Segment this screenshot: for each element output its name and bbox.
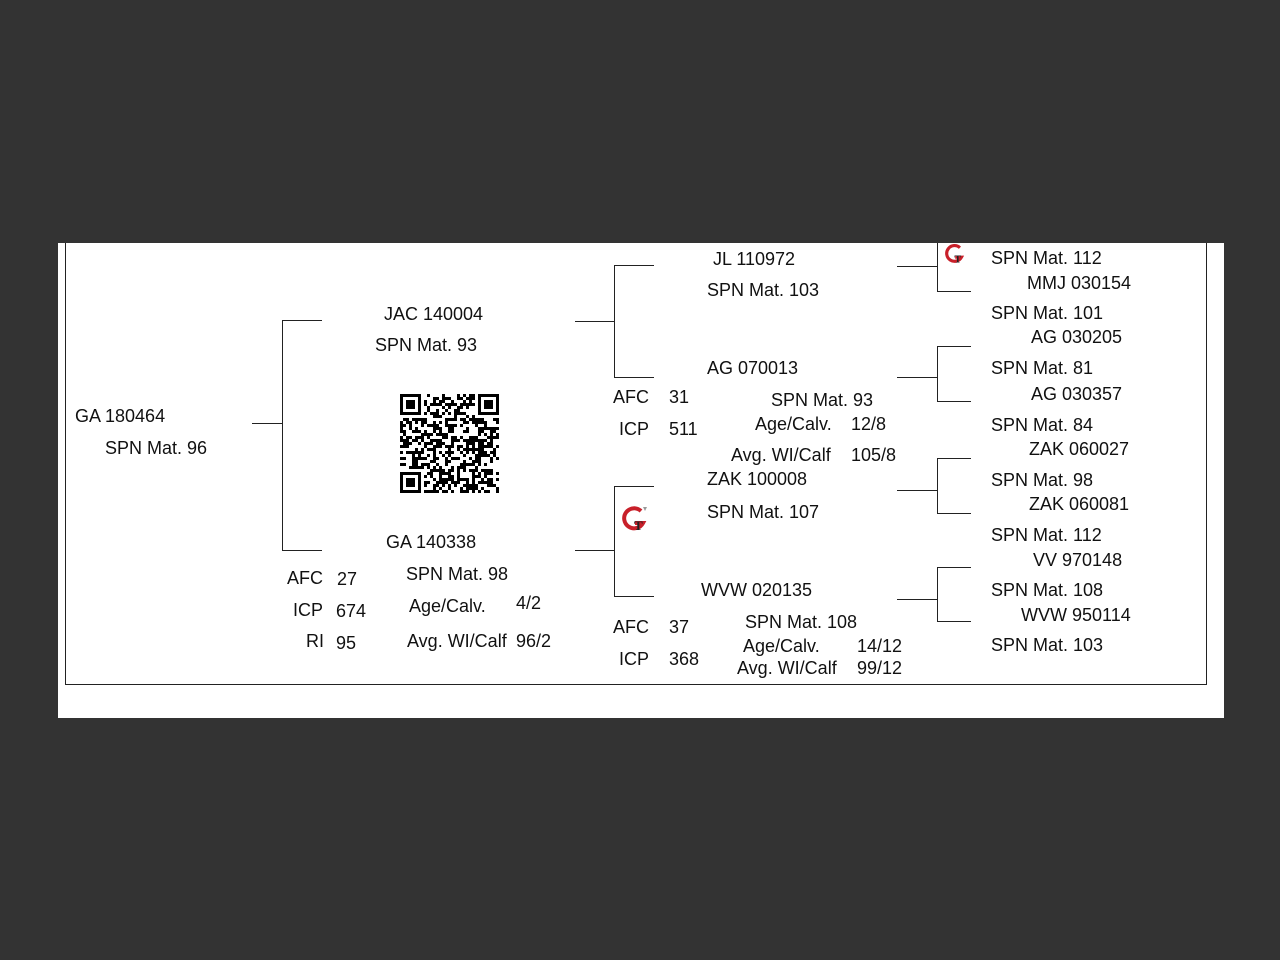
gen3-item: ZAK 060081 [1029,494,1130,514]
dam-ri-value: 95 [336,633,357,653]
connector-dam-out [575,550,614,551]
zak-mat: SPN Mat. 107 [707,502,820,522]
wvw-age-label: Age/Calv. [743,636,820,656]
connector-zak [614,486,654,487]
dam-weight-label: Avg. WI/Calf [407,631,507,651]
qr-code-icon [400,394,499,493]
ag-icp-value: 511 [669,419,698,439]
gen3-item: SPN Mat. 81 [991,358,1094,378]
gen3-item: SPN Mat. 108 [991,580,1104,600]
connector-wvw-out [897,599,937,600]
dam-age-value: 4/2 [516,593,542,613]
connector-ag-vertical [937,346,938,401]
connector-zak-sire [937,458,971,459]
ag-mat: SPN Mat. 93 [771,390,874,410]
gen3-item: SPN Mat. 101 [991,303,1104,323]
gen3-item: AG 030357 [1031,384,1123,404]
gen3-item: ZAK 060027 [1029,439,1130,459]
ag-afc-label: AFC [613,387,649,407]
gen3-item: SPN Mat. 84 [991,415,1094,435]
connector-sire [282,320,322,321]
dam-afc-value: 27 [337,569,358,589]
gen3-item: SPN Mat. 98 [991,470,1094,490]
dam-age-label: Age/Calv. [409,596,486,616]
connector-zak-out [897,490,937,491]
connector-jl-out [897,266,937,267]
zak-id: ZAK 100008 [707,469,808,489]
connector-jl-vertical [937,243,938,291]
connector-ag-out [897,377,937,378]
wvw-afc-value: 37 [669,617,690,637]
gen3-item: VV 970148 [1033,550,1123,570]
ag-weight-label: Avg. WI/Calf [731,445,831,465]
gen3-item: AG 030205 [1031,327,1123,347]
gt-logo-icon: T [622,506,647,533]
dam-icp-label: ICP [293,600,324,620]
connector-dam [282,550,322,551]
connector-parents-vertical [282,320,283,550]
wvw-age-value: 14/12 [857,636,903,656]
wvw-id: WVW 020135 [701,580,813,600]
ag-id: AG 070013 [707,358,799,378]
sire-mat: SPN Mat. 93 [375,335,478,355]
connector-subject [252,423,282,424]
dam-ri-label: RI [306,631,324,651]
jl-id: JL 110972 [713,249,796,269]
ag-icp-label: ICP [619,419,650,439]
connector-wvw-vertical [937,567,938,621]
connector-wvw-dam [937,621,971,622]
connector-wvw [614,596,654,597]
pedigree-sheet: GA 180464 SPN Mat. 96 JAC 140004 SPN Mat… [58,243,1224,718]
gt-logo-small-icon: T [945,244,965,265]
subject-mat: SPN Mat. 96 [105,438,208,458]
svg-text:T: T [634,518,643,533]
ag-age-label: Age/Calv. [755,414,832,434]
connector-zak-dam [937,513,971,514]
wvw-weight-label: Avg. WI/Calf [737,658,837,678]
wvw-afc-label: AFC [613,617,649,637]
gen3-item: WVW 950114 [1021,605,1131,625]
connector-ag [614,377,654,378]
connector-ag-dam [937,401,971,402]
wvw-icp-value: 368 [669,649,700,669]
connector-dam-vertical [614,486,615,596]
connector-zak-vertical [937,458,938,513]
svg-text:T: T [954,255,961,265]
sire-id: JAC 140004 [384,304,484,324]
gen3-item: MMJ 030154 [1027,273,1132,293]
dam-icp-value: 674 [336,601,367,621]
gen3-item: SPN Mat. 103 [991,635,1104,655]
subject-id: GA 180464 [75,406,166,426]
ag-age-value: 12/8 [851,414,887,434]
ag-weight-value: 105/8 [851,445,897,465]
wvw-weight-value: 99/12 [857,658,903,678]
wvw-icp-label: ICP [619,649,650,669]
dam-mat: SPN Mat. 98 [406,564,509,584]
dam-weight-value: 96/2 [516,631,552,651]
connector-jl-dam [937,291,971,292]
dam-afc-label: AFC [287,568,323,588]
connector-jl [614,265,654,266]
connector-ag-sire [937,346,971,347]
connector-wvw-sire [937,567,971,568]
connector-sire-out [575,321,614,322]
connector-sire-vertical [614,265,615,377]
gen3-item: SPN Mat. 112 [991,525,1102,545]
dam-id: GA 140338 [386,532,477,552]
gen3-item: SPN Mat. 112 [991,248,1102,268]
ag-afc-value: 31 [669,387,690,407]
jl-mat: SPN Mat. 103 [707,280,820,300]
pedigree-frame [65,243,1207,685]
wvw-mat: SPN Mat. 108 [745,612,858,632]
